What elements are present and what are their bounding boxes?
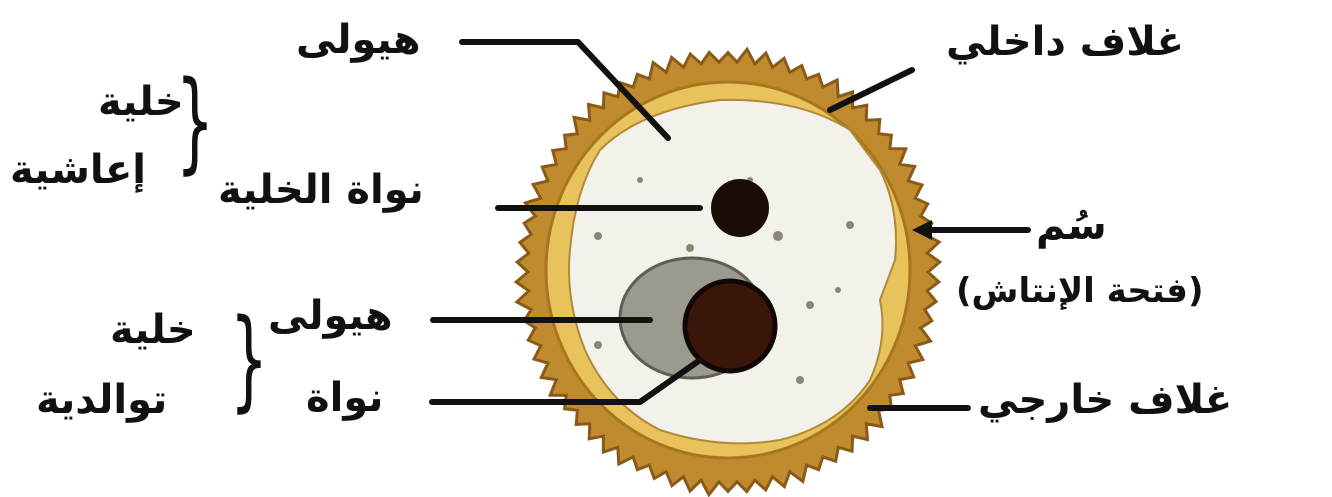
generative-cell-brace: } [230, 304, 269, 414]
cytoplasm-top-label: هيولى [296, 20, 421, 60]
vegetative-cell-label-line1: خلية [98, 82, 184, 122]
generative-cell-label-line2: توالدية [36, 380, 167, 420]
vegetative-cell-label-line2: إعاشية [10, 150, 146, 190]
pore-note-label: (فتحة الإنتاش) [956, 274, 1203, 308]
outer-wall-label: غلاف خارجي [978, 380, 1232, 420]
pore-label: سُم [1036, 206, 1107, 246]
nucleus-label: نواة [306, 378, 383, 418]
cell-nucleus-label: نواة الخلية [218, 170, 424, 210]
vegetative-nucleus [711, 179, 769, 237]
vegetative-cell-brace: } [176, 66, 215, 176]
cytoplasm-bottom-label: هيولى [268, 296, 393, 336]
inner-wall-leader [830, 70, 912, 110]
generative-cell-label-line1: خلية [110, 310, 196, 350]
inner-wall-label: غلاف داخلي [946, 22, 1184, 62]
